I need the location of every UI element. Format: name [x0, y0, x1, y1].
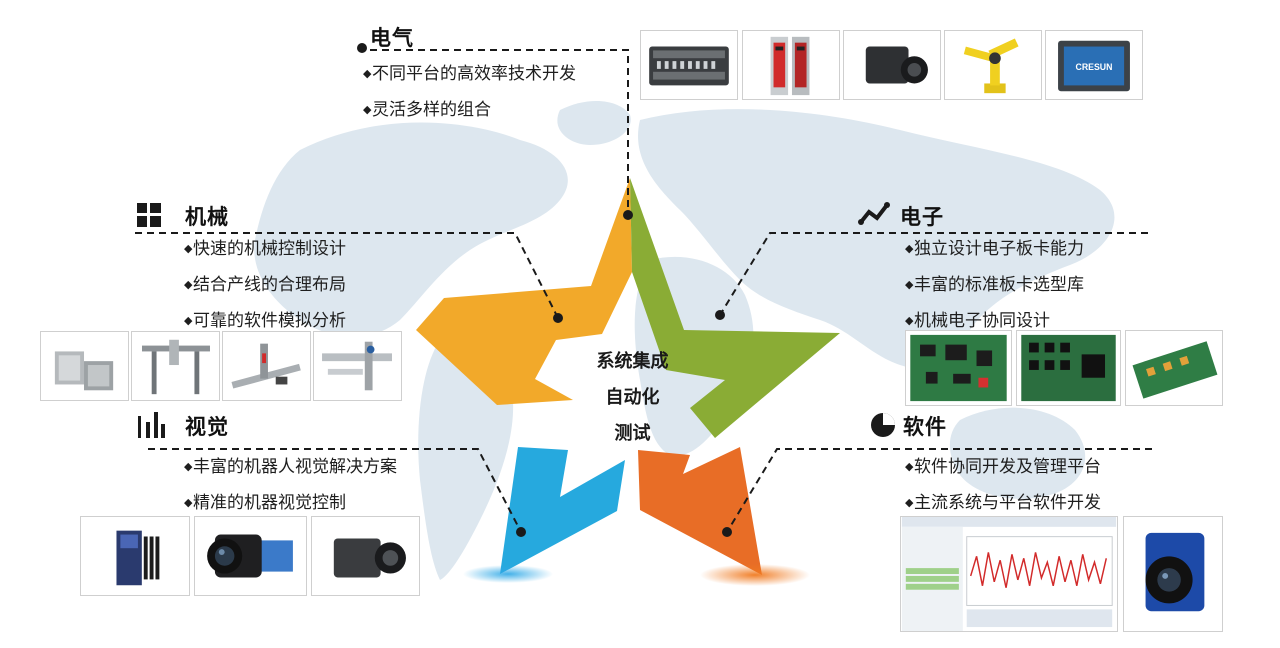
electrical-title: 电气 — [370, 26, 414, 50]
aluminum-profile-image — [40, 331, 129, 401]
section-marker-dot — [357, 43, 367, 53]
circuit-board-image-3 — [1125, 330, 1223, 406]
list-item: ◆丰富的机器人视觉解决方案 — [184, 457, 397, 477]
circuit-board-image-1 — [905, 330, 1012, 406]
blue-smart-camera-image — [1123, 516, 1223, 632]
list-item: ◆快速的机械控制设计 — [184, 239, 346, 259]
list-item: ◆不同平台的高效率技术开发 — [363, 64, 576, 84]
star-segment-top-left — [416, 178, 632, 405]
center-line-1: 系统集成 — [596, 351, 669, 372]
list-item: ◆可靠的软件模拟分析 — [184, 311, 346, 331]
connector-dots — [516, 210, 732, 537]
orange-glow — [700, 564, 810, 586]
star-segment-bottom-left — [500, 447, 625, 574]
list-item: ◆独立设计电子板卡能力 — [905, 239, 1084, 259]
connector-lines — [135, 49, 1152, 533]
software-title: 软件 — [903, 415, 947, 439]
xyz-stage-image — [313, 331, 402, 401]
center-label: 系统集成 自动化 测试 — [575, 344, 690, 452]
software-bullets: ◆软件协同开发及管理平台 ◆主流系统与平台软件开发 — [905, 449, 1101, 521]
circuit-board-image-2 — [1016, 330, 1121, 406]
system-star — [416, 178, 840, 575]
pie-chart-icon — [871, 413, 895, 437]
software-screenshot-image — [900, 516, 1118, 632]
smart-camera-image — [80, 516, 190, 596]
list-item: ◆结合产线的合理布局 — [184, 275, 346, 295]
mechanical-title: 机械 — [185, 205, 229, 229]
server-rack-image — [742, 30, 840, 100]
electronics-bullets: ◆独立设计电子板卡能力 ◆丰富的标准板卡选型库 ◆机械电子协同设计 — [905, 231, 1084, 339]
camera-image — [843, 30, 941, 100]
electrical-bullets: ◆不同平台的高效率技术开发 ◆灵活多样的组合 — [363, 56, 576, 128]
list-item: ◆丰富的标准板卡选型库 — [905, 275, 1084, 295]
vision-title: 视觉 — [185, 415, 229, 439]
hmi-logo-text: CRESUN — [1076, 62, 1113, 72]
bar-chart-icon — [138, 412, 165, 438]
ccd-camera-image — [311, 516, 420, 596]
list-item: ◆精准的机器视觉控制 — [184, 493, 346, 513]
list-item: ◆主流系统与平台软件开发 — [905, 493, 1101, 513]
blue-glow — [463, 565, 553, 583]
mechanical-bullets: ◆快速的机械控制设计 ◆结合产线的合理布局 ◆可靠的软件模拟分析 — [184, 231, 346, 339]
list-item: ◆灵活多样的组合 — [363, 100, 491, 120]
plc-image — [640, 30, 738, 100]
center-line-2: 自动化 — [605, 387, 660, 408]
list-item: ◆软件协同开发及管理平台 — [905, 457, 1101, 477]
robot-arm-image — [944, 30, 1042, 100]
hmi-panel-image: CRESUN — [1045, 30, 1143, 100]
list-item: ◆机械电子协同设计 — [905, 311, 1050, 331]
vision-bullets: ◆丰富的机器人视觉解决方案 ◆精准的机器视觉控制 — [184, 449, 397, 521]
gantry-image — [131, 331, 220, 401]
star-segment-bottom-right — [638, 447, 762, 575]
star-segment-top-right — [630, 178, 840, 438]
grid-blocks-icon — [137, 203, 161, 227]
trend-line-icon — [858, 202, 890, 225]
industrial-lens-camera-image — [194, 516, 307, 596]
electronics-title: 电子 — [900, 205, 944, 229]
linear-module-image — [222, 331, 311, 401]
center-line-3: 测试 — [614, 423, 651, 444]
